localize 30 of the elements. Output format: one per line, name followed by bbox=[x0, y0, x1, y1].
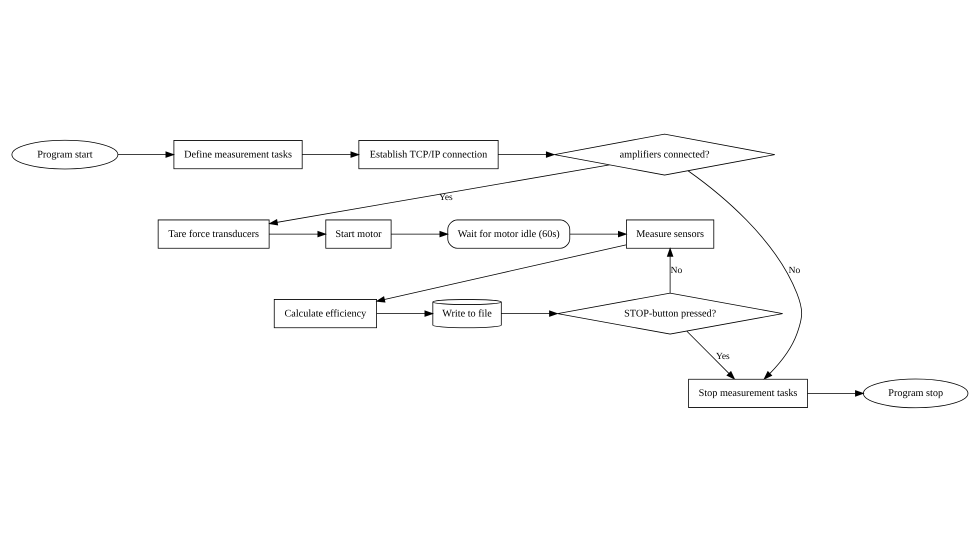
node-box: Calculate efficiency bbox=[274, 299, 377, 328]
node-box: Start motor bbox=[325, 220, 392, 249]
arrow bbox=[498, 151, 556, 158]
edge-label: No bbox=[670, 266, 682, 276]
node-box: Tare force transducers bbox=[158, 220, 270, 249]
edge-label: No bbox=[788, 266, 800, 276]
arrow bbox=[688, 170, 802, 380]
node-ellipse: Program stop bbox=[862, 378, 968, 408]
arrow bbox=[500, 310, 559, 317]
node-box: Stop measurement tasks bbox=[688, 378, 808, 408]
node-box: Define measurement tasks bbox=[174, 140, 303, 170]
arrow bbox=[376, 244, 626, 303]
node-box: Measure sensors bbox=[626, 220, 714, 249]
arrow bbox=[118, 151, 175, 158]
arrow bbox=[807, 390, 865, 397]
arrow bbox=[268, 230, 327, 238]
node-diamond: STOP-button pressed? bbox=[557, 292, 784, 334]
arrow bbox=[302, 151, 360, 158]
node-diamond: amplifiers connected? bbox=[554, 134, 776, 176]
node-box: Wait for motor idle (60s) bbox=[447, 220, 570, 249]
edge-label: Yes bbox=[438, 192, 453, 203]
arrow bbox=[268, 164, 610, 226]
arrow bbox=[686, 330, 736, 380]
arrow bbox=[390, 230, 449, 238]
arrow bbox=[666, 247, 674, 294]
edge-label: Yes bbox=[716, 352, 730, 362]
node-ellipse: Program start bbox=[12, 140, 118, 170]
node-box: Establish TCP/IP connection bbox=[358, 140, 499, 170]
arrow bbox=[376, 310, 434, 317]
arrow bbox=[570, 230, 628, 238]
